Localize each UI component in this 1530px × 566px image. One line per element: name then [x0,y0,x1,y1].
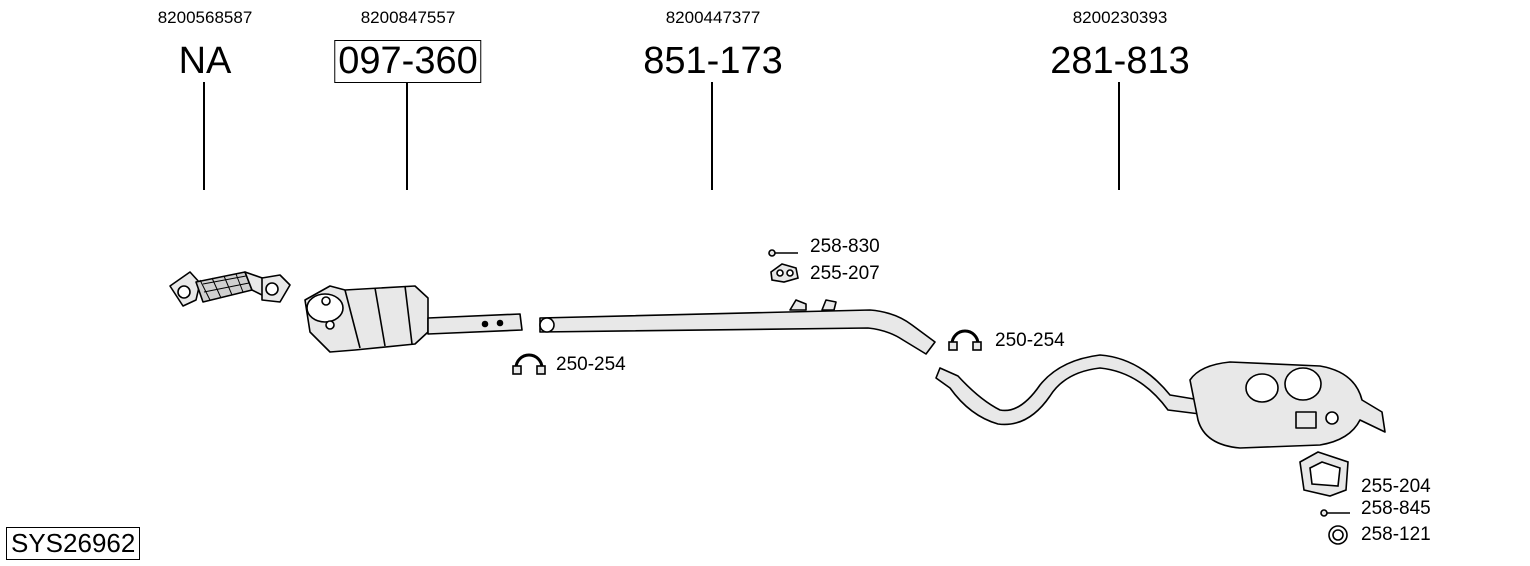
accessory-label-ring-bottom: 258-121 [1361,524,1431,545]
bolt-icon-top [768,249,798,257]
accessory-label-bolt-top: 258-830 [810,236,880,257]
leader-line-3 [711,82,713,190]
catalytic-converter [304,285,523,353]
clamp-icon-left [512,353,546,375]
accessory-label-clamp-mid: 250-254 [995,330,1065,351]
clamp-icon-mid [948,329,982,351]
accessory-label-bolt-bottom: 258-845 [1361,498,1431,519]
front-pipe-flex [169,271,291,307]
part-number-4: 281-813 [1050,40,1190,82]
hanger-icon-bottom [1299,451,1349,497]
oem-number-3: 8200447377 [665,8,761,27]
leader-line-2 [406,82,408,190]
accessory-label-hanger-top: 255-207 [810,263,880,284]
part-number-2: 097-360 [334,40,482,83]
part-number-3: 851-173 [643,40,783,82]
rear-silencer [935,354,1386,449]
system-code: SYS26962 [6,527,141,560]
ring-icon-bottom [1328,525,1348,545]
oem-number-4: 8200230393 [1072,8,1168,27]
hanger-icon-top [770,263,799,283]
middle-pipe [539,299,936,355]
leader-line-1 [203,82,205,190]
oem-number-1: 8200568587 [157,8,253,27]
bolt-icon-bottom [1320,509,1350,517]
part-number-1: NA [178,40,232,82]
leader-line-4 [1118,82,1120,190]
accessory-label-hanger-bottom: 255-204 [1361,476,1431,497]
oem-number-2: 8200847557 [360,8,456,27]
accessory-label-clamp-left: 250-254 [556,354,626,375]
